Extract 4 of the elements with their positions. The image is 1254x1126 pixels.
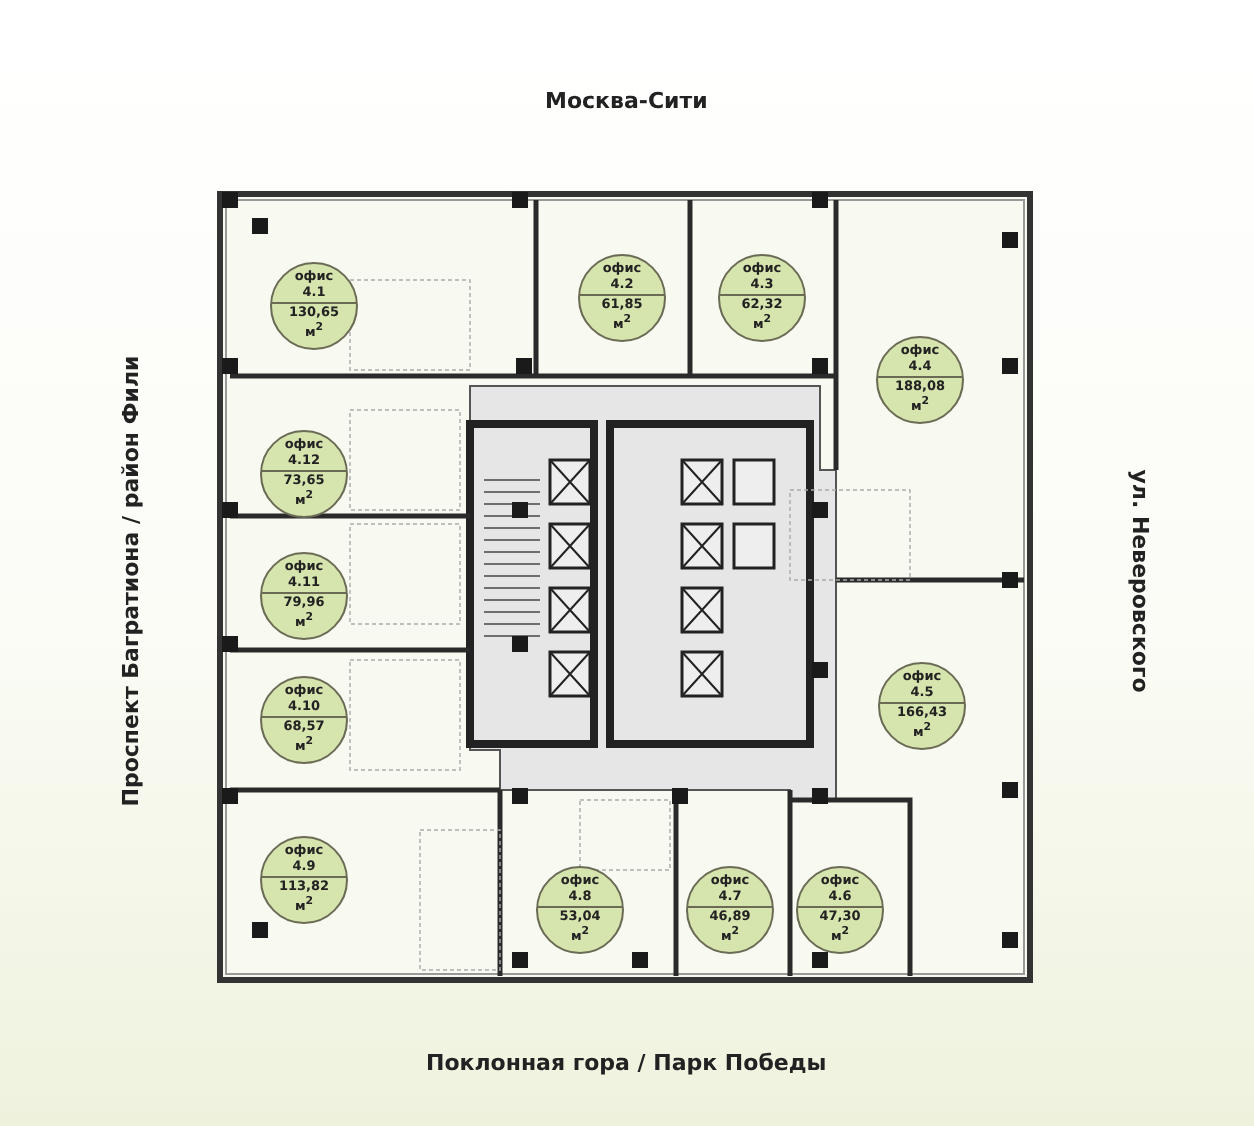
direction-label: ул. Неверовского — [1126, 468, 1153, 692]
direction-label: Поклонная гора / Парк Победы — [426, 1049, 827, 1075]
direction-label: Проспект Багратиона / район Фили — [117, 354, 144, 806]
direction-label: Москва-Сити — [545, 87, 708, 113]
